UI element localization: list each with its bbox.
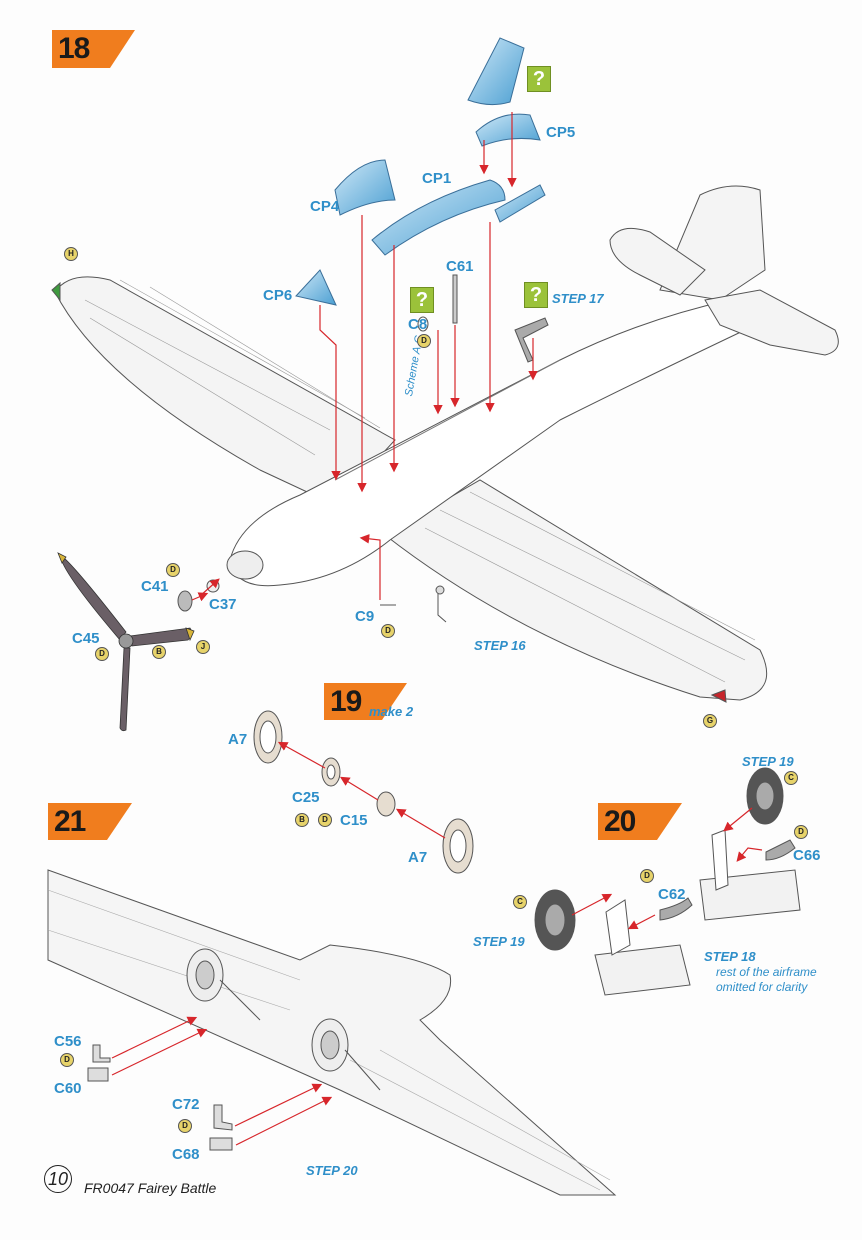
paint-drop-icon: J <box>196 640 210 654</box>
paint-drop-icon: D <box>166 563 180 577</box>
label-cp1: CP1 <box>422 170 452 187</box>
label-cp5: CP5 <box>546 124 576 141</box>
c37-part <box>206 579 220 593</box>
label-c66: C66 <box>793 847 821 864</box>
paint-drop-icon: D <box>95 647 109 661</box>
step-18-ref: STEP 18 <box>704 949 756 964</box>
step-19-number: 19 <box>330 685 362 718</box>
c66-part <box>765 839 796 861</box>
omitted-note-line2: omitted for clarity <box>716 980 808 994</box>
c62-part <box>659 897 693 921</box>
cp1-part <box>371 179 506 256</box>
label-c9: C9 <box>355 608 375 625</box>
page-number: 10 <box>44 1165 72 1193</box>
paint-drop-icon: H <box>64 247 78 261</box>
step-20-ref: STEP 20 <box>306 1163 358 1178</box>
cp1-rear-part <box>494 184 546 223</box>
c60-part <box>87 1067 109 1082</box>
assembly-arrows-18 <box>191 112 538 602</box>
label-c25: C25 <box>292 789 320 806</box>
label-c68: C68 <box>172 1146 200 1163</box>
propeller-c45 <box>57 552 195 732</box>
omitted-note-line1: rest of the airframe <box>716 965 817 979</box>
canopy-parts <box>295 37 546 306</box>
step-19-note: make 2 <box>369 704 414 719</box>
paint-drop-icon: C <box>513 895 527 909</box>
step-19-ref-left: STEP 19 <box>473 934 525 949</box>
left-tailplane <box>609 227 706 296</box>
step-21-number: 21 <box>54 805 86 838</box>
c61-part <box>452 274 458 324</box>
label-a7-bottom: A7 <box>408 849 428 866</box>
paint-drop-icon: B <box>295 813 309 827</box>
label-c62: C62 <box>658 886 686 903</box>
c8-part <box>417 316 429 332</box>
question-mark-icon: ? <box>410 287 434 313</box>
cp5-part <box>475 113 541 147</box>
paint-drop-icon: D <box>794 825 808 839</box>
assembly-arrows-19 <box>277 741 446 839</box>
paint-drop-icon: D <box>417 334 431 348</box>
label-c60: C60 <box>54 1080 82 1097</box>
undercarriage-20 <box>534 767 801 996</box>
label-c45: C45 <box>72 630 100 647</box>
label-c15: C15 <box>340 812 368 829</box>
step-19-ref-right: STEP 19 <box>742 754 794 769</box>
wheel-assembly-19 <box>253 710 474 874</box>
c72-part <box>213 1104 233 1131</box>
label-a7-top: A7 <box>228 731 248 748</box>
paint-drop-icon: G <box>703 714 717 728</box>
page-title: FR0047 Fairey Battle <box>84 1180 217 1196</box>
right-tailplane <box>704 289 839 356</box>
step-16-ref: STEP 16 <box>474 638 526 653</box>
label-cp6: CP6 <box>263 287 293 304</box>
paint-drop-icon: D <box>318 813 332 827</box>
airframe-top-view <box>51 185 839 703</box>
question-mark-icon: ? <box>524 282 548 308</box>
gun-mount-part <box>514 317 549 363</box>
step-20-number: 20 <box>604 805 636 838</box>
paint-drop-icon: D <box>381 624 395 638</box>
wheel-well-left <box>594 944 691 996</box>
label-c37: C37 <box>209 596 237 613</box>
label-cp4: CP4 <box>310 198 340 215</box>
paint-drop-icon: C <box>784 771 798 785</box>
label-c41: C41 <box>141 578 169 595</box>
right-wing <box>384 479 768 701</box>
underside-view-21 <box>47 869 617 1196</box>
label-c56: C56 <box>54 1033 82 1050</box>
question-mark-icon: ? <box>527 66 551 92</box>
paint-drop-icon: D <box>640 869 654 883</box>
step-tab-shapes <box>48 30 682 840</box>
c41-part <box>177 590 193 612</box>
assembly-arrows-20 <box>571 807 763 930</box>
step-18-number: 18 <box>58 32 90 65</box>
paint-drop-icon: D <box>60 1053 74 1067</box>
assembly-arrows-21 <box>111 1016 333 1146</box>
c68-part <box>209 1137 233 1151</box>
step-17-ref: STEP 17 <box>552 291 604 306</box>
cp5-top-part <box>467 37 525 106</box>
paint-drop-icon: B <box>152 645 166 659</box>
label-c72: C72 <box>172 1096 200 1113</box>
c15-part <box>376 791 396 817</box>
c56-part <box>92 1044 111 1063</box>
fuselage <box>229 299 761 587</box>
cp4-part <box>334 159 396 216</box>
label-c8: C8 <box>408 316 428 333</box>
label-c61: C61 <box>446 258 474 275</box>
paint-drop-icon: D <box>178 1119 192 1133</box>
left-wing <box>54 276 396 506</box>
cp6-part <box>295 269 337 306</box>
